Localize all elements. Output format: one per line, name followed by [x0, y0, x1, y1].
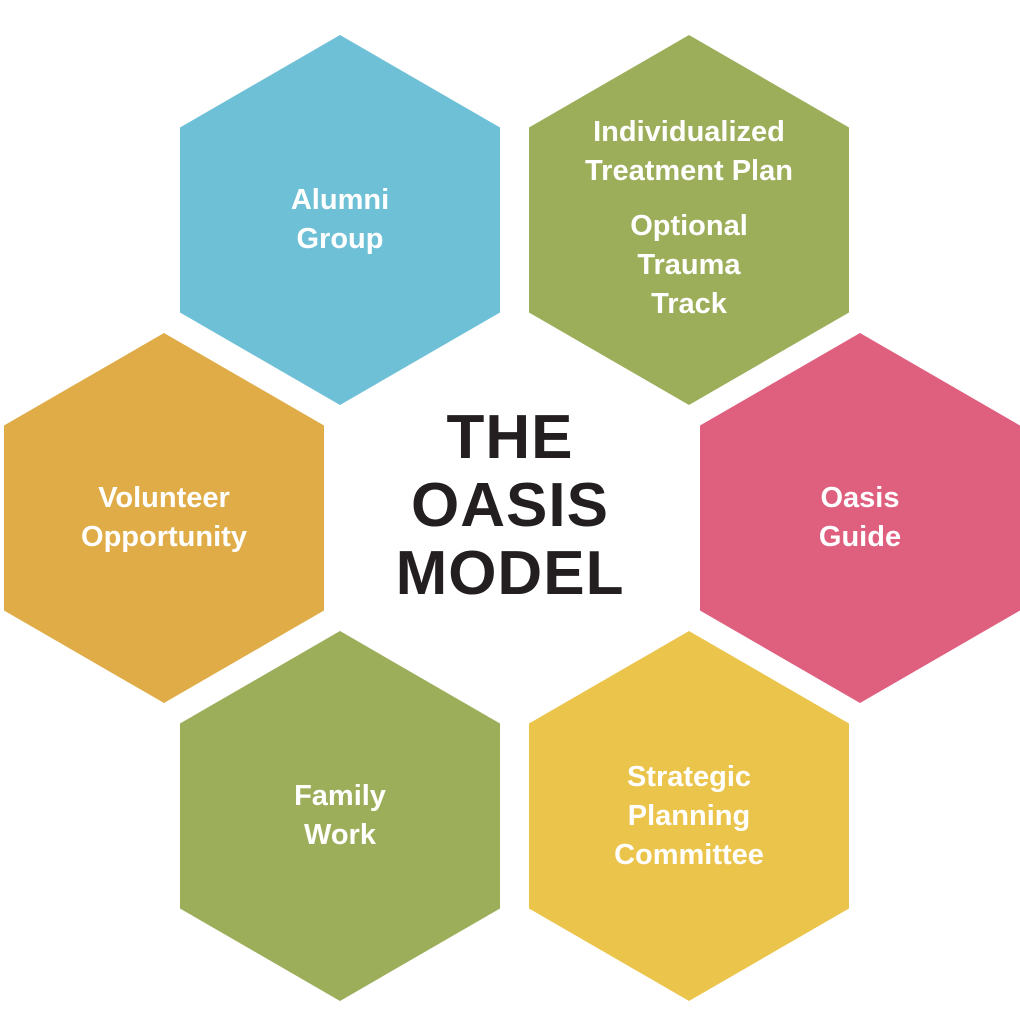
diagram-title: THE OASIS MODEL: [360, 404, 660, 608]
hexagon-text: Oasis Guide: [818, 482, 902, 553]
hexagon-text: Individualized Treatment Plan: [585, 115, 793, 187]
hexagon-text: Family Work: [294, 780, 386, 851]
hexagon-text: Strategic Planning Committee: [614, 760, 764, 871]
hexagon-label: Strategic Planning Committee: [549, 758, 829, 875]
hexagon-label: Individualized Treatment Plan Optional T…: [549, 113, 829, 324]
title-line: THE: [446, 403, 574, 472]
hexagon-family-work: Family Work: [180, 631, 500, 1001]
hexagon-oasis-guide: Oasis Guide: [700, 333, 1020, 703]
hexagon-text: Alumni Group: [290, 184, 390, 255]
hexagon-label: Oasis Guide: [720, 479, 1000, 557]
title-line: OASIS: [411, 471, 609, 540]
hexagon-alumni-group: Alumni Group: [180, 35, 500, 405]
hexagon-strategic-planning: Strategic Planning Committee: [529, 631, 849, 1001]
hexagon-text: Optional Trauma Track: [630, 209, 748, 320]
hexagon-treatment-plan: Individualized Treatment Plan Optional T…: [529, 35, 849, 405]
hexagon-label: Volunteer Opportunity: [24, 479, 304, 557]
hexagon-text: Volunteer Opportunity: [81, 482, 247, 553]
hexagon-label: Alumni Group: [200, 181, 480, 259]
hexagon-volunteer-opportunity: Volunteer Opportunity: [4, 333, 324, 703]
title-line: MODEL: [395, 539, 625, 608]
hexagon-label: Family Work: [200, 777, 480, 855]
